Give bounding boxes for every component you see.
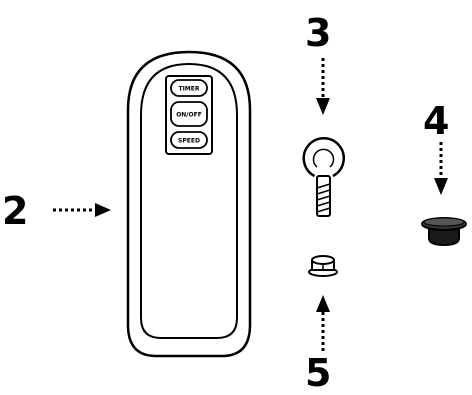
arrow-5 <box>316 295 330 352</box>
eye-hook-inner-ring <box>312 148 335 168</box>
eye-hook-threads <box>316 183 331 213</box>
eye-hook-ring <box>302 137 345 178</box>
callout-number-3: 3 <box>305 11 332 55</box>
remote-buttons: TIMER ON/OFF SPEED <box>170 79 208 149</box>
arrow-3 <box>316 58 330 115</box>
arrow-4 <box>434 142 448 195</box>
on-off-button-label: ON/OFF <box>176 112 202 119</box>
callout-number-5: 5 <box>305 351 332 395</box>
callout-number-2: 2 <box>2 189 29 233</box>
remote-control <box>126 50 252 358</box>
on-off-button[interactable] <box>170 101 208 127</box>
speed-button-label: SPEED <box>178 138 200 145</box>
callout-number-4: 4 <box>423 99 450 143</box>
remote-inner-panel <box>140 62 238 339</box>
timer-button[interactable] <box>170 79 208 97</box>
rubber-cap <box>421 217 467 247</box>
speed-button[interactable] <box>170 131 208 149</box>
button-panel <box>165 75 213 155</box>
eye-hook <box>302 137 345 217</box>
hex-nut <box>308 255 338 277</box>
arrow-2 <box>53 203 111 217</box>
remote-body <box>126 50 252 358</box>
timer-button-label: TIMER <box>178 86 199 93</box>
